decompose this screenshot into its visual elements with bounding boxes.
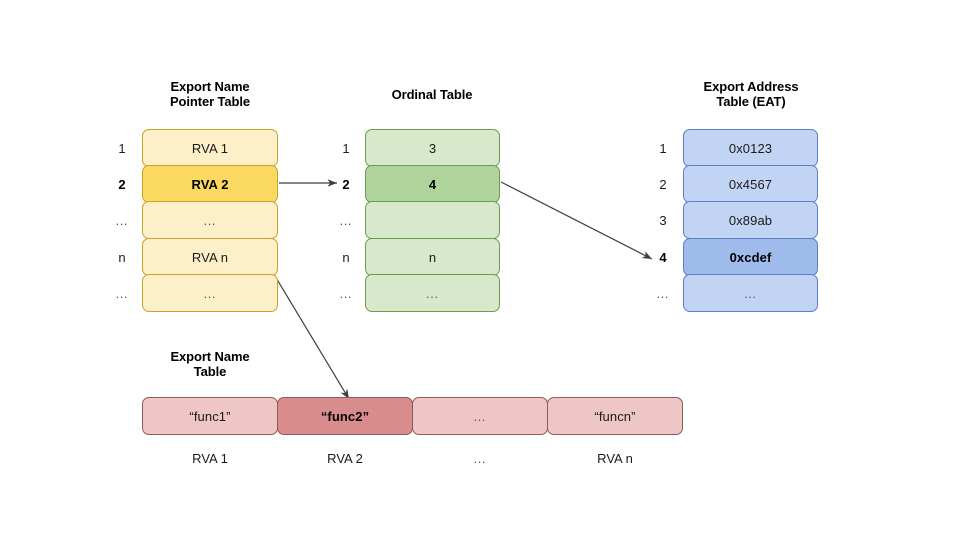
export-name-rva-label-2: RVA 2 [327, 450, 363, 466]
name-pointer-cell-3[interactable]: … [142, 201, 278, 239]
export-name-table-title: Export Name Table [130, 349, 290, 379]
ordinal-cell-5[interactable]: … [365, 274, 500, 312]
name-pointer-cell-2[interactable]: RVA 2 [142, 165, 278, 203]
ordinal-table-title-line1: Ordinal Table [391, 87, 473, 102]
name-pointer-cell-1[interactable]: RVA 1 [142, 129, 278, 167]
eat-cell-2[interactable]: 0x4567 [683, 165, 818, 203]
ordinal-cell-4[interactable]: n [365, 238, 500, 276]
export-name-cell-1[interactable]: “func1” [142, 397, 278, 435]
eat-index-1: 1 [659, 140, 667, 156]
export-name-table-title-line1: Export Name [170, 349, 250, 364]
eat-index-2: 2 [659, 176, 667, 192]
eat-cell-3[interactable]: 0x89ab [683, 201, 818, 239]
name-pointer-table-title-line2: Pointer Table [169, 94, 251, 109]
ordinal-index-3: … [339, 212, 353, 228]
name-pointer-index-1: 1 [118, 140, 126, 156]
name-pointer-index-3: … [115, 212, 129, 228]
name-pointer-index-5: … [115, 285, 129, 301]
export-name-rva-label-1: RVA 1 [192, 450, 228, 466]
export-name-cell-4[interactable]: “funcn” [547, 397, 683, 435]
name-pointer-cell-5[interactable]: … [142, 274, 278, 312]
export-name-cell-3[interactable]: … [412, 397, 548, 435]
name-pointer-table-title-line1: Export Name [170, 79, 250, 94]
ordinal-cell-1[interactable]: 3 [365, 129, 500, 167]
name-pointer-index-2: 2 [118, 176, 126, 192]
ordinal-index-5: … [339, 285, 353, 301]
export-name-rva-label-3: … [473, 450, 487, 466]
ordinal-index-1: 1 [342, 140, 350, 156]
arrow-ordinal-to-eat-index [500, 181, 653, 260]
eat-table-title: Export Address Table (EAT) [670, 79, 832, 109]
eat-cell-1[interactable]: 0x0123 [683, 129, 818, 167]
ordinal-cell-3[interactable] [365, 201, 500, 239]
eat-table-title-line2: Table (EAT) [716, 94, 786, 109]
eat-index-3: 3 [659, 212, 667, 228]
name-pointer-index-4: n [118, 249, 126, 265]
eat-cell-5[interactable]: … [683, 274, 818, 312]
export-name-cell-2[interactable]: “func2” [277, 397, 413, 435]
name-pointer-table-title: Export Name Pointer Table [130, 79, 290, 109]
eat-cell-4[interactable]: 0xcdef [683, 238, 818, 276]
ordinal-index-2: 2 [342, 176, 350, 192]
export-name-table-title-line2: Table [193, 364, 227, 379]
eat-table-title-line1: Export Address [703, 79, 799, 94]
eat-index-5: … [656, 285, 670, 301]
name-pointer-cell-4[interactable]: RVA n [142, 238, 278, 276]
export-name-rva-label-4: RVA n [597, 450, 633, 466]
ordinal-cell-2[interactable]: 4 [365, 165, 500, 203]
eat-index-4: 4 [659, 249, 667, 265]
ordinal-table-title: Ordinal Table [352, 87, 512, 102]
ordinal-index-4: n [342, 249, 350, 265]
